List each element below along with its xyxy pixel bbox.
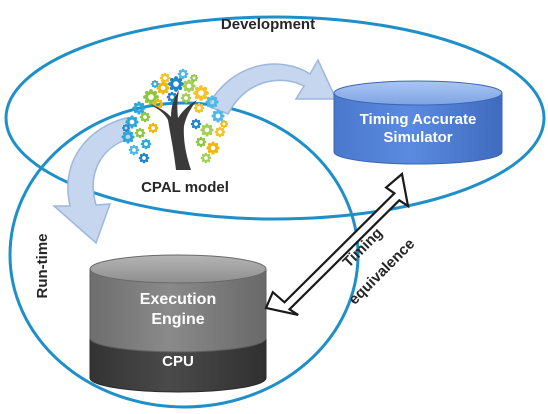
gear-icon bbox=[193, 85, 209, 101]
gear-icon bbox=[168, 76, 184, 92]
gear-icon bbox=[200, 152, 212, 164]
gear-icon bbox=[143, 89, 159, 105]
gear-icon bbox=[147, 122, 159, 134]
gear-icon bbox=[211, 109, 225, 123]
gear-icon bbox=[205, 95, 219, 109]
simulator-label-line2: Simulator bbox=[383, 129, 452, 146]
gear-icon bbox=[200, 123, 214, 137]
simulator-label-line1: Timing Accurate bbox=[360, 111, 477, 128]
gear-icon bbox=[128, 144, 140, 156]
gear-icon bbox=[220, 120, 228, 128]
engine-label-line1: Execution bbox=[140, 291, 216, 308]
execution-engine: Execution Engine CPU bbox=[89, 254, 267, 393]
model-to-runtime-arrow bbox=[52, 117, 133, 245]
gear-icon bbox=[206, 141, 220, 155]
development-region bbox=[4, 15, 546, 221]
runtime-label: Run-time bbox=[34, 234, 51, 299]
gear-icon bbox=[193, 102, 205, 114]
gear-icon bbox=[122, 124, 130, 132]
gear-icon bbox=[214, 126, 226, 138]
gear-icon bbox=[177, 68, 189, 80]
gear-icon bbox=[195, 136, 207, 148]
model-to-simulator-arrow bbox=[206, 58, 338, 115]
gear-icon bbox=[159, 72, 171, 84]
gear-icon bbox=[132, 101, 146, 115]
gear-icon bbox=[182, 79, 196, 93]
gear-icon bbox=[138, 152, 150, 164]
gear-icon bbox=[156, 81, 170, 95]
timing-equivalence-arrow bbox=[264, 171, 410, 316]
gear-icon bbox=[190, 118, 202, 130]
development-label: Development bbox=[221, 16, 315, 33]
gear-icon bbox=[190, 74, 198, 82]
gear-icon bbox=[139, 111, 151, 123]
engine-label-line2: Engine bbox=[151, 311, 204, 328]
cpu-label: CPU bbox=[162, 353, 194, 370]
cpal-model-label: CPAL model bbox=[141, 179, 229, 196]
gear-icon bbox=[121, 130, 135, 144]
gear-icon bbox=[180, 92, 192, 104]
gear-icon bbox=[140, 138, 152, 150]
gear-icon bbox=[151, 80, 159, 88]
gear-tree-icon bbox=[121, 68, 228, 170]
gear-icon bbox=[134, 127, 146, 139]
timing-accurate-simulator: Timing Accurate Simulator bbox=[333, 80, 503, 165]
runtime-region bbox=[8, 101, 360, 409]
